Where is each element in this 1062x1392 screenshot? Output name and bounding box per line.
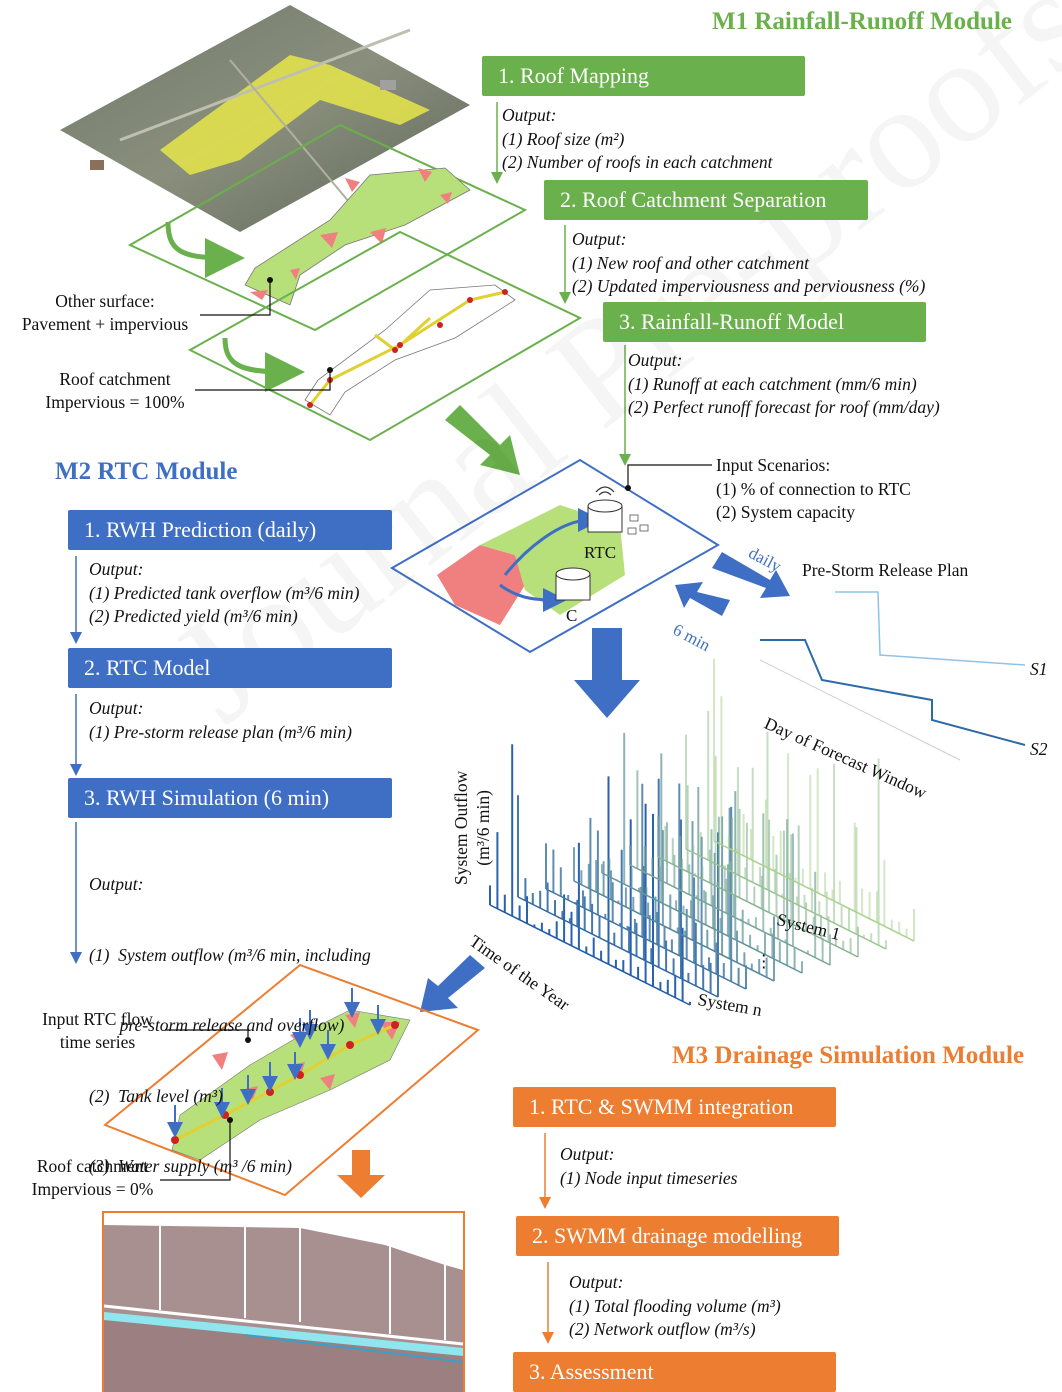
big-blue-arrow <box>574 628 640 718</box>
m2-step1-output: Output: (1) Predicted tank overflow (m³/… <box>89 559 360 626</box>
label-other-surface: Other surface: Pavement + impervious <box>21 291 189 334</box>
m1-step2-box: 2. Roof Catchment Separation <box>544 180 868 220</box>
outflow-series-baseline <box>489 904 691 1006</box>
satellite-map <box>60 5 470 232</box>
m2-title: M2 RTC Module <box>55 458 238 485</box>
tank-c-label: C <box>566 606 578 625</box>
release-plan-chart <box>759 591 1026 761</box>
m1-step1-box: 1. Roof Mapping <box>482 56 805 96</box>
label-roof-catchment-m3: Roof catchment Impervious = 0% <box>31 1156 154 1199</box>
release-plan-title: Pre-Storm Release Plan <box>802 560 969 580</box>
label-input-rtc: Input RTC flow time series <box>42 1009 153 1052</box>
s1-label: S1 <box>1030 659 1048 679</box>
m3-step3-box: 3. Assessment <box>513 1352 836 1392</box>
m1-title: M1 Rainfall-Runoff Module <box>712 8 1012 35</box>
outflow-series-baseline <box>573 880 775 982</box>
daily-arrow <box>712 552 790 598</box>
m1-step2-output: Output: (1) New roof and other catchment… <box>572 229 926 296</box>
orange-down-arrow <box>337 1150 385 1198</box>
blue-diagonal-arrow <box>420 955 485 1012</box>
m3-step1-output: Output: (1) Node input timeseries <box>560 1144 738 1188</box>
catchment-layer <box>127 123 528 332</box>
m1-step3-box: 3. Rainfall-Runoff Model <box>603 302 926 342</box>
tank-rtc-label: RTC <box>584 543 617 562</box>
m2-step2-output: Output: (1) Pre-storm release plan (m³/6… <box>89 698 352 742</box>
s2-label: S2 <box>1030 739 1048 759</box>
m2-step3-box: 3. RWH Simulation (6 min) <box>68 778 392 818</box>
outflow-y-label: System Outflow (m³/6 min) <box>451 770 493 885</box>
network-layer <box>187 230 583 442</box>
m3-step2-box: 2. SWMM drainage modelling <box>516 1216 839 1256</box>
rtc-layer <box>390 458 720 654</box>
outflow-series-baseline <box>685 848 887 950</box>
outflow-series-baseline <box>517 896 719 998</box>
label-roof-catchment-m1: Roof catchment Impervious = 100% <box>45 369 185 412</box>
m2-step3-output: Output: (1) System outflow (m³/6 min, in… <box>89 874 371 1176</box>
m3-step2-output: Output: (1) Total flooding volume (m³) (… <box>569 1272 781 1339</box>
c-tank-icon <box>555 567 591 601</box>
m3-title: M3 Drainage Simulation Module <box>672 1042 1025 1069</box>
ellipsis-label: ⋮ <box>755 951 773 971</box>
m2-step2-box: 2. RTC Model <box>68 648 392 688</box>
rtc-tank-icon <box>587 486 649 535</box>
outflow-series-baseline <box>601 872 803 974</box>
system-outflow-chart <box>489 658 915 1006</box>
m2-step1-box: 1. RWH Prediction (daily) <box>68 510 392 550</box>
m3-step1-box: 1. RTC & SWMM integration <box>513 1087 836 1127</box>
m1-step1-output: Output: (1) Roof size (m²) (2) Number of… <box>502 105 773 172</box>
outflow-series-baseline <box>629 864 831 966</box>
outflow-series-baseline <box>713 840 915 942</box>
input-scenarios: Input Scenarios: (1) % of connection to … <box>716 455 911 522</box>
layer-flow-arrows <box>165 221 305 392</box>
big-green-arrow <box>445 405 520 475</box>
six-min-arrow <box>675 582 730 616</box>
outflow-series-baseline <box>657 856 859 958</box>
outflow-series-baseline <box>545 888 747 990</box>
m1-step3-output: Output: (1) Runoff at each catchment (mm… <box>628 350 940 417</box>
swmm-profile-panel <box>102 1211 465 1392</box>
